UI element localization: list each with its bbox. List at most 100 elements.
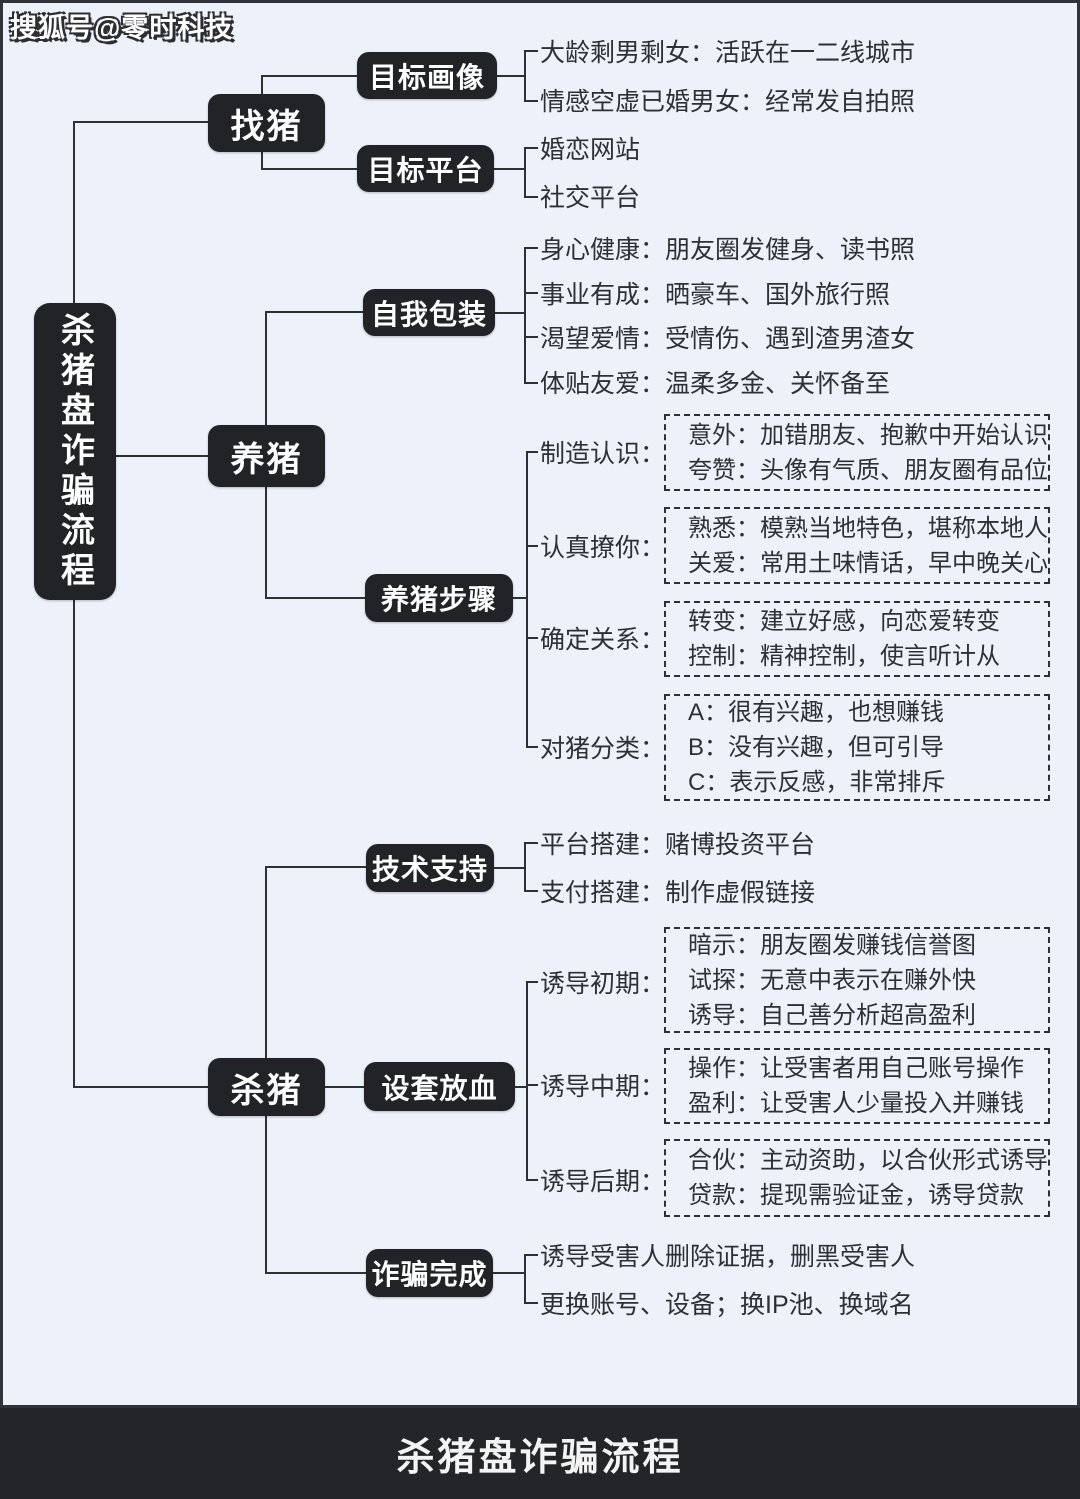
connector-line (515, 1086, 528, 1088)
connector-line (526, 637, 538, 639)
footer-title: 杀猪盘诈骗流程 (396, 1437, 684, 1479)
connector-line (524, 50, 538, 52)
dashed-box-line: 盈利：让受害人少量投入并赚钱 (688, 1090, 1024, 1117)
dashed-box-line: 试探：无意中表示在赚外快 (688, 966, 976, 994)
leaf-text: 更换账号、设备；换IP池、换域名 (540, 1291, 914, 1319)
connector-line (325, 1086, 364, 1088)
group-label: 确定关系： (540, 626, 666, 654)
dashed-box-line: A：很有兴趣，也想赚钱 (688, 699, 945, 726)
dashed-box-line: 转变：建立好感，向恋爱转变 (688, 608, 1000, 635)
connector-line (526, 545, 538, 547)
connector-line (494, 867, 524, 869)
dashed-box-line: 意外：加错朋友、抱歉中开始认识 (688, 421, 1048, 449)
dashed-box-line: 熟悉：模熟当地特色，堪称本地人 (688, 514, 1048, 542)
connector-line (73, 121, 210, 123)
connector-line (524, 1302, 538, 1304)
dashed-box: 合伙：主动资助，以合伙形式诱导 贷款：提现需验证金，诱导贷款 (664, 1139, 1050, 1217)
dashed-box: 熟悉：模熟当地特色，堪称本地人 关爱：常用土味情话，早中晚关心 (664, 507, 1050, 584)
leaf-text: 情感空虚已婚男女：经常发自拍照 (540, 88, 916, 116)
leaf-text: 事业有成：晒豪车、国外旅行照 (540, 281, 891, 309)
group-label: 制造认识： (540, 440, 666, 468)
connector-line (493, 1272, 524, 1274)
connector-line (513, 597, 527, 599)
node-target-portrait: 目标画像 (357, 52, 497, 99)
node-kill-pig: 杀猪 (208, 1058, 325, 1116)
leaf-text: 渴望爱情：受情伤、遇到渣男渣女 (540, 325, 916, 353)
connector-line (526, 746, 538, 748)
node-raise-steps: 养猪步骤 (365, 574, 513, 622)
dashed-box-line: B：没有兴趣，但可引导 (688, 734, 945, 761)
connector-line (526, 1179, 538, 1181)
dashed-box-line: 关爱：常用土味情话，早中晚关心 (688, 549, 1048, 577)
dashed-box-line: 暗示：朋友圈发赚钱信誉图 (688, 931, 976, 959)
dashed-box: A：很有兴趣，也想赚钱 B：没有兴趣，但可引导 C：表示反感，非常排斥 (664, 694, 1050, 801)
footer-banner: 杀猪盘诈骗流程 (0, 1408, 1080, 1499)
leaf-text: 诱导受害人删除证据，删黑受害人 (540, 1243, 916, 1271)
connector-line (493, 168, 524, 170)
dashed-box-line: C：表示反感，非常排斥 (688, 769, 946, 796)
dashed-box: 转变：建立好感，向恋爱转变 控制：精神控制，使言听计从 (664, 601, 1050, 677)
node-raise-pig: 养猪 (208, 425, 325, 487)
connector-line (524, 50, 526, 102)
node-find-pig: 找猪 (208, 94, 325, 152)
connector-line (98, 455, 210, 457)
connector-line (526, 451, 538, 453)
dashed-box-line: 夸赞：头像有气质、朋友圈有品位 (688, 456, 1048, 484)
connector-line (524, 1254, 526, 1304)
connector-line (524, 382, 538, 384)
node-scam-complete: 诈骗完成 (366, 1249, 493, 1297)
connector-line (265, 1272, 366, 1274)
connector-line (495, 312, 524, 314)
group-label: 诱导初期： (540, 970, 666, 998)
connector-line (526, 1084, 538, 1086)
connector-line (524, 147, 538, 149)
dashed-box: 暗示：朋友圈发赚钱信誉图 试探：无意中表示在赚外快 诱导：自己善分析超高盈利 (664, 927, 1050, 1033)
watermark: 搜狐号@零时科技 (10, 13, 234, 43)
connector-line (524, 292, 538, 294)
group-label: 对猪分类： (540, 735, 666, 763)
connector-line (526, 981, 538, 983)
dashed-box-line: 控制：精神控制，使言听计从 (688, 643, 1000, 670)
connector-line (524, 890, 538, 892)
leaf-text: 支付搭建：制作虚假链接 (540, 879, 816, 907)
leaf-text: 身心健康：朋友圈发健身、读书照 (540, 236, 916, 264)
group-label: 认真撩你： (540, 534, 666, 562)
dashed-box-line: 贷款：提现需验证金，诱导贷款 (688, 1182, 1024, 1209)
connector-line (261, 75, 358, 77)
connector-line (524, 247, 526, 384)
connector-line (524, 196, 538, 198)
group-label: 诱导后期： (540, 1168, 666, 1196)
leaf-text: 体贴友爱：温柔多金、关怀备至 (540, 370, 891, 398)
connector-line (524, 336, 538, 338)
connector-line (524, 842, 538, 844)
node-root: 杀猪盘诈骗流程 (34, 303, 116, 600)
dashed-box-line: 诱导：自己善分析超高盈利 (688, 1001, 976, 1029)
connector-line (265, 597, 366, 599)
dashed-box-line: 合伙：主动资助，以合伙形式诱导 (688, 1147, 1048, 1174)
connector-line (265, 311, 364, 313)
leaf-text: 婚恋网站 (540, 136, 641, 164)
leaf-text: 平台搭建：赌博投资平台 (540, 831, 816, 859)
group-label: 诱导中期： (540, 1073, 666, 1101)
leaf-text: 社交平台 (540, 184, 641, 212)
dashed-box: 意外：加错朋友、抱歉中开始认识 夸赞：头像有气质、朋友圈有品位 (664, 414, 1050, 491)
connector-line (261, 168, 358, 170)
connector-line (524, 247, 538, 249)
connector-line (526, 981, 528, 1181)
node-tech-support: 技术支持 (366, 844, 494, 892)
dashed-box-line: 操作：让受害者用自己账号操作 (688, 1055, 1024, 1082)
diagram-background (0, 0, 1080, 1408)
leaf-text: 大龄剩男剩女：活跃在一二线城市 (540, 39, 916, 67)
connector-line (524, 147, 526, 198)
connector-line (524, 842, 526, 892)
dashed-box: 操作：让受害者用自己账号操作 盈利：让受害人少量投入并赚钱 (664, 1048, 1050, 1124)
connector-line (265, 866, 366, 868)
node-trap-bleed: 设套放血 (364, 1062, 515, 1111)
connector-line (526, 451, 528, 748)
connector-line (497, 75, 525, 77)
node-target-platform: 目标平台 (357, 145, 494, 192)
node-self-package: 自我包装 (363, 289, 495, 336)
connector-line (524, 100, 538, 102)
connector-line (524, 1254, 538, 1256)
